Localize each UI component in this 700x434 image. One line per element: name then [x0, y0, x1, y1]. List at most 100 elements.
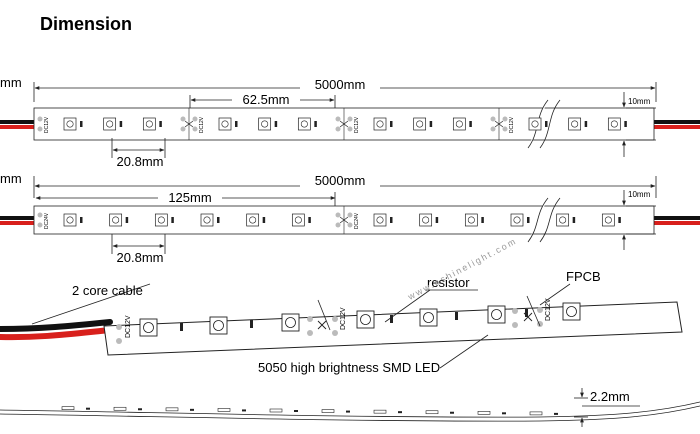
resistor	[308, 217, 311, 223]
led-lens	[571, 120, 579, 128]
led-lens	[513, 216, 521, 224]
led-lens	[566, 306, 577, 317]
led-lens	[249, 216, 257, 224]
resistor	[525, 309, 528, 317]
break-mark	[539, 197, 561, 243]
solder-pad	[347, 222, 353, 228]
led-chip	[281, 313, 300, 332]
led-lens	[213, 320, 224, 331]
solder-pad	[335, 116, 341, 122]
side-view: 2.2mm	[0, 388, 700, 427]
edge-fragment-2: mm	[0, 171, 22, 186]
led-chip	[356, 310, 375, 329]
side-resistor	[502, 412, 506, 415]
led-pitch-label: 20.8mm	[117, 250, 164, 265]
scissors-icon	[339, 216, 349, 224]
led-lens	[559, 216, 567, 224]
side-resistor	[554, 412, 558, 415]
resistor	[274, 121, 278, 127]
led-chip	[568, 117, 582, 131]
scissors-icon	[317, 320, 327, 330]
led-chip	[63, 213, 77, 227]
led-lens	[221, 120, 229, 128]
voltage-label: DC12V	[340, 307, 347, 330]
led-chip	[419, 308, 438, 327]
led-chip	[246, 213, 260, 227]
led-chip	[209, 316, 228, 335]
break-mark	[527, 197, 549, 243]
solder-pad	[347, 126, 353, 132]
led-chip	[218, 117, 232, 131]
solder-pad	[307, 316, 313, 322]
scissors-icon	[184, 120, 194, 128]
total-length-label: 5000mm	[315, 173, 366, 188]
led-lens	[261, 120, 269, 128]
thickness-label: 2.2mm	[590, 389, 630, 404]
cable-2-core: 2 core cable	[0, 283, 151, 341]
led-chip	[419, 213, 433, 227]
solder-pad	[307, 330, 313, 336]
side-led-chip	[477, 411, 491, 415]
voltage-label: DC12V	[125, 315, 132, 338]
solder-pad	[116, 324, 122, 330]
side-led-chip	[61, 406, 75, 410]
side-resistor	[242, 409, 246, 412]
led-lens	[66, 120, 74, 128]
side-led-chip	[373, 409, 387, 414]
total-length-label: 5000mm	[315, 77, 366, 92]
led-chip	[464, 213, 478, 227]
led-chip	[154, 213, 168, 227]
dimension-cut-1: 62.5mm	[189, 92, 336, 108]
solder-pad	[512, 322, 518, 328]
solder-pad	[335, 126, 341, 132]
led-chip	[291, 213, 305, 227]
width-label: 10mm	[628, 97, 651, 106]
led-lens	[610, 120, 618, 128]
resistor	[80, 217, 83, 223]
scissors-icon	[339, 120, 349, 128]
led-lens	[360, 314, 371, 325]
solder-pad	[192, 126, 198, 132]
solder-pad	[347, 116, 353, 122]
voltage-label: DC12V	[509, 116, 515, 133]
led-chip	[258, 117, 272, 131]
led-lens	[145, 120, 153, 128]
resistor	[159, 121, 162, 127]
solder-pad	[37, 222, 43, 228]
side-led-chip	[321, 409, 335, 413]
resistor	[119, 121, 123, 127]
scissors-icon	[494, 120, 504, 128]
resistor	[171, 217, 174, 223]
led-lens	[455, 120, 463, 128]
led-lens	[112, 216, 120, 224]
solder-pad	[490, 126, 496, 132]
led-chip	[373, 117, 387, 131]
edge-fragment-1: mm	[0, 75, 22, 90]
cable-label: 2 core cable	[72, 283, 143, 298]
resistor	[180, 323, 183, 331]
led-chip	[63, 117, 77, 131]
resistor	[455, 312, 458, 320]
solder-pad	[180, 126, 186, 132]
led-chip	[562, 302, 581, 321]
side-led-chip	[529, 411, 543, 416]
led-lens	[531, 120, 539, 128]
side-led-chip	[269, 408, 283, 413]
led-chip	[103, 117, 117, 131]
led-chip	[413, 117, 427, 131]
led-chip	[297, 117, 311, 131]
page-title: Dimension	[40, 14, 132, 34]
side-resistor	[346, 410, 350, 413]
solder-pad	[335, 222, 341, 228]
resistor	[527, 217, 530, 223]
led-chip	[142, 117, 156, 131]
solder-pad	[116, 338, 122, 344]
solder-pad	[537, 307, 543, 313]
voltage-label: DC12V	[44, 116, 50, 133]
resistor	[80, 121, 83, 127]
solder-pad	[512, 308, 518, 314]
resistor	[618, 217, 621, 223]
